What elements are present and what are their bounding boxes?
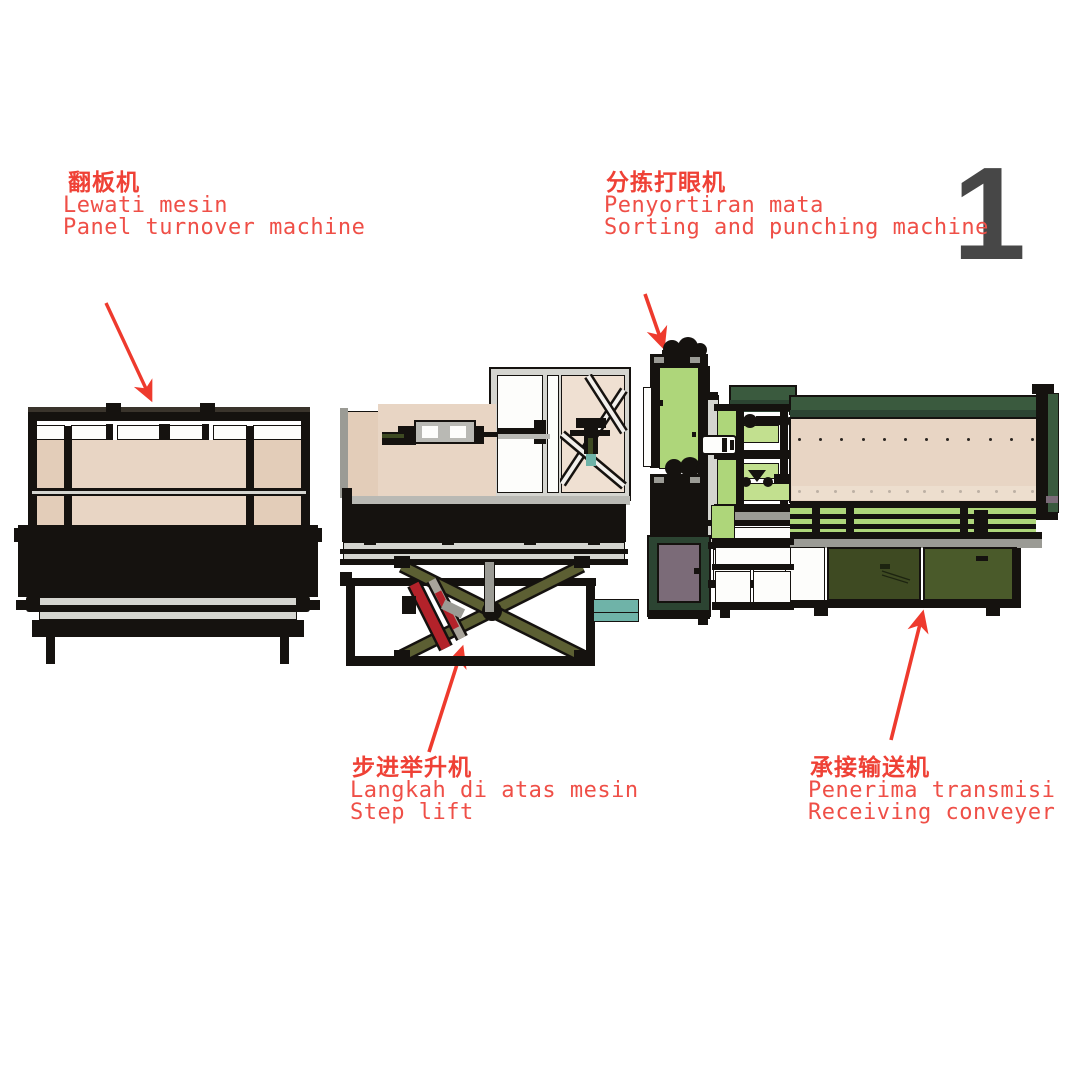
label-receiving-conveyer: 承接输送机 Penerima transmisi Receiving conve… bbox=[808, 755, 1056, 825]
panel-dot-row-upper bbox=[798, 438, 1034, 441]
arrow-step-lift bbox=[427, 644, 467, 753]
label-english: Panel turnover machine bbox=[63, 215, 366, 240]
arrow-receiving-conveyer bbox=[889, 609, 929, 741]
label-sorting-and-punching-machine: 分拣打眼机 Penyortiran mata Sorting and punch… bbox=[604, 170, 989, 240]
label-indonesian: Lewati mesin bbox=[63, 193, 228, 218]
machine-step-lift bbox=[338, 360, 639, 670]
arrow-panel-turnover bbox=[104, 302, 153, 403]
label-chinese: 分拣打眼机 bbox=[606, 170, 726, 196]
conveyor-bridge bbox=[711, 505, 794, 618]
label-english: Receiving conveyer bbox=[808, 800, 1056, 825]
label-english: Sorting and punching machine bbox=[604, 215, 989, 240]
label-step-lift: 步进举升机 Langkah di atas mesin Step lift bbox=[350, 755, 639, 825]
label-english: Step lift bbox=[350, 800, 474, 825]
label-chinese: 承接输送机 bbox=[810, 755, 930, 781]
label-chinese: 步进举升机 bbox=[352, 755, 472, 781]
page-number: 1 bbox=[952, 140, 1026, 287]
label-indonesian: Penerima transmisi bbox=[808, 778, 1056, 803]
label-indonesian: Penyortiran mata bbox=[604, 193, 824, 218]
machine-panel-turnover-machine bbox=[14, 398, 322, 666]
arrow-sorting-punching bbox=[643, 293, 668, 351]
machine-receiving-conveyer bbox=[785, 384, 1075, 620]
label-indonesian: Langkah di atas mesin bbox=[350, 778, 639, 803]
label-chinese: 翻板机 bbox=[68, 170, 140, 196]
label-panel-turnover-machine: 翻板机 Lewati mesin Panel turnover machine bbox=[63, 170, 365, 239]
